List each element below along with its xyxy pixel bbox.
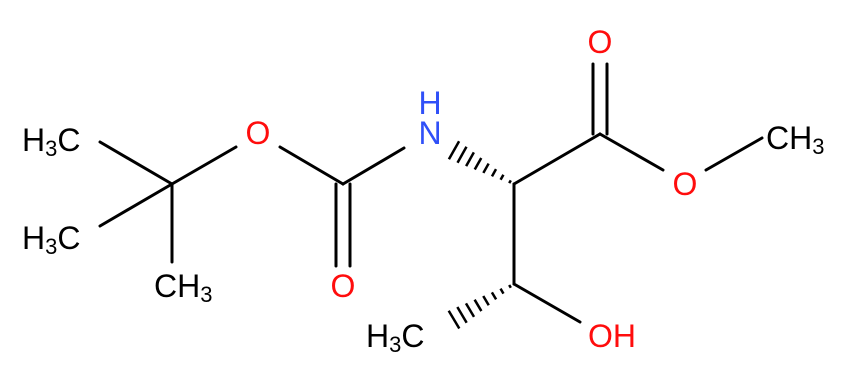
bond-tbu-ether-o bbox=[170, 145, 238, 186]
wedge-hash-stroke bbox=[465, 151, 475, 167]
wedge-hash-stroke bbox=[482, 162, 490, 174]
wedge-hash-stroke bbox=[447, 140, 461, 160]
bond-tbu-ch3-top bbox=[98, 140, 174, 186]
wedge-hash-stroke bbox=[490, 291, 498, 301]
stereo-hashed-wedge-methyl bbox=[447, 284, 512, 330]
wedge-hash-stroke bbox=[473, 299, 483, 312]
methyl-mid-label: H3C bbox=[22, 220, 80, 259]
ester-carbonyl-oxygen-label: O bbox=[588, 24, 613, 60]
bond-ether-o-methyl bbox=[704, 136, 764, 172]
bond-carboxyl-c-ether-o bbox=[598, 132, 665, 172]
wedge-hash-stroke bbox=[508, 179, 512, 184]
bond-cbeta-hydroxyl bbox=[512, 282, 582, 324]
amine-nitrogen-label: N bbox=[418, 115, 441, 151]
bond-ether-o-carbonyl-c bbox=[278, 145, 345, 186]
bond-calpha-carboxyl-c bbox=[512, 132, 602, 186]
methyl-top-label: H3C bbox=[22, 122, 80, 161]
hydroxyl-label: OH bbox=[588, 318, 636, 354]
boc-ether-oxygen-label: O bbox=[246, 115, 271, 151]
bond-tbu-ch3-mid bbox=[98, 182, 174, 228]
side-methyl-label: H3C bbox=[366, 318, 424, 357]
wedge-hash-stroke bbox=[456, 306, 468, 324]
stereo-hashed-wedge-nitrogen bbox=[447, 140, 512, 184]
methyl-bottom-label: CH3 bbox=[154, 268, 212, 307]
wedge-hash-stroke bbox=[499, 288, 505, 295]
amine-hydrogen-label: H bbox=[418, 85, 441, 121]
wedge-hash-stroke bbox=[499, 174, 505, 181]
bonds bbox=[98, 62, 764, 324]
wedge-hash-stroke bbox=[490, 168, 498, 177]
wedge-hash-stroke bbox=[464, 302, 476, 318]
atom-labels: H3C H3C CH3 O O H N O O CH3 OH H3C bbox=[22, 24, 824, 357]
wedge-hash-stroke bbox=[473, 157, 483, 171]
wedge-hash-stroke bbox=[482, 295, 490, 306]
wedge-hash-stroke bbox=[447, 310, 461, 330]
boc-carbonyl-oxygen-label: O bbox=[331, 268, 356, 304]
ester-methyl-label: CH3 bbox=[766, 120, 824, 159]
wedge-hash-stroke bbox=[508, 284, 512, 289]
ester-ether-oxygen-label: O bbox=[673, 166, 698, 202]
bond-carbonyl-c-n bbox=[341, 146, 406, 186]
wedge-hash-stroke bbox=[456, 146, 468, 164]
